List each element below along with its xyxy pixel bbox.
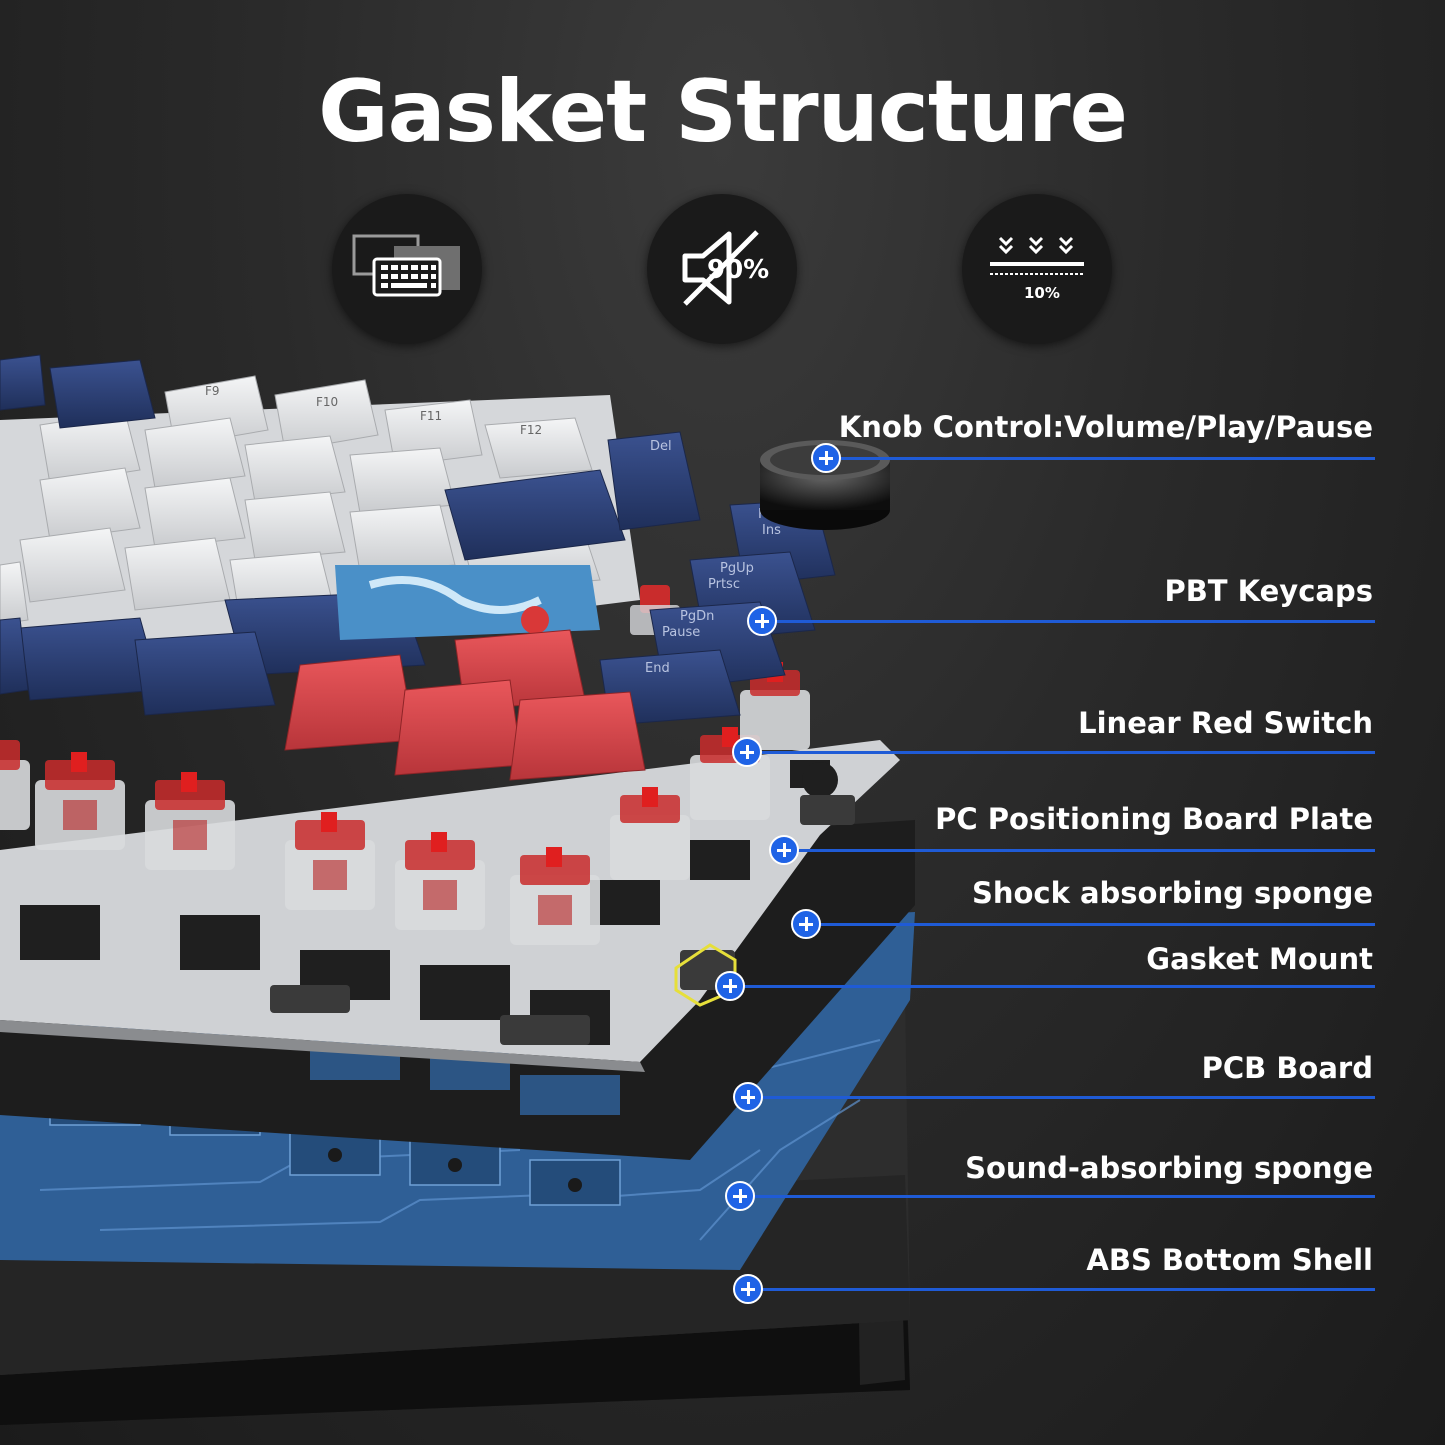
keycaps-red: [284, 629, 646, 781]
callout-plus-switch-icon[interactable]: [732, 737, 762, 767]
callout-plus-knob-icon[interactable]: [811, 443, 841, 473]
callout-label-sound-sponge: Sound-absorbing sponge: [965, 1151, 1373, 1185]
keycap-legend-f11: F11: [420, 409, 442, 423]
callout-plus-bottom-shell-icon[interactable]: [733, 1274, 763, 1304]
keycap-legend-ins: Ins: [762, 523, 781, 538]
keycap-legend-pause: Pause: [662, 625, 700, 640]
callout-plus-plate-icon[interactable]: [769, 835, 799, 865]
callout-label-knob: Knob Control:Volume/Play/Pause: [838, 410, 1373, 444]
callout-plus-shock-sponge-icon[interactable]: [791, 909, 821, 939]
callout-line-bottom-shell: [748, 1288, 1375, 1291]
callout-label-keycaps: PBT Keycaps: [1164, 574, 1373, 608]
keycap-legend-end: End: [645, 661, 670, 676]
keycap-legend-pgdn: PgDn: [680, 609, 714, 624]
page-title: Gasket Structure: [318, 62, 1128, 162]
callout-label-pcb: PCB Board: [1201, 1051, 1373, 1085]
keycap-legend-prtsc: Prtsc: [708, 577, 740, 592]
callout-label-plate: PC Positioning Board Plate: [935, 802, 1373, 836]
keycap-legend-del: Del: [650, 439, 672, 454]
callout-line-knob: [826, 457, 1375, 460]
callout-line-plate: [784, 849, 1375, 852]
callout-plus-keycaps-icon[interactable]: [747, 606, 777, 636]
noise-reduction-icon: 90%: [682, 230, 769, 306]
callout-label-bottom-shell: ABS Bottom Shell: [1086, 1243, 1373, 1277]
feature-badge-compression: 10%: [962, 194, 1112, 344]
callout-line-switch: [747, 751, 1375, 754]
keycap-legend-f12: F12: [520, 423, 542, 437]
feature-badge-layers: [332, 194, 482, 344]
callout-label-gasket: Gasket Mount: [1146, 942, 1373, 976]
callout-line-keycaps: [762, 620, 1375, 623]
callout-line-gasket: [730, 985, 1375, 988]
callout-line-shock-sponge: [806, 923, 1375, 926]
callout-plus-pcb-icon[interactable]: [733, 1082, 763, 1112]
compression-icon: 10%: [990, 236, 1084, 302]
feature-badge-noise: 90%: [647, 194, 797, 344]
compression-value: 10%: [1024, 284, 1060, 302]
callout-label-shock-sponge: Shock absorbing sponge: [971, 876, 1373, 910]
callout-plus-sound-sponge-icon[interactable]: [725, 1181, 755, 1211]
keycap-legend-f10: F10: [316, 395, 338, 409]
callout-plus-gasket-icon[interactable]: [715, 971, 745, 1001]
keycap-legend-pgup: PgUp: [720, 561, 754, 576]
callout-line-sound-sponge: [740, 1195, 1375, 1198]
callout-line-pcb: [748, 1096, 1375, 1099]
switch-array: [0, 585, 810, 945]
noise-reduction-value: 90%: [707, 255, 769, 285]
keyboard-layers-icon: [352, 234, 460, 297]
keycaps-navy: [0, 354, 836, 726]
callout-label-switch: Linear Red Switch: [1078, 706, 1373, 740]
keycap-legend-f9: F9: [205, 384, 220, 398]
